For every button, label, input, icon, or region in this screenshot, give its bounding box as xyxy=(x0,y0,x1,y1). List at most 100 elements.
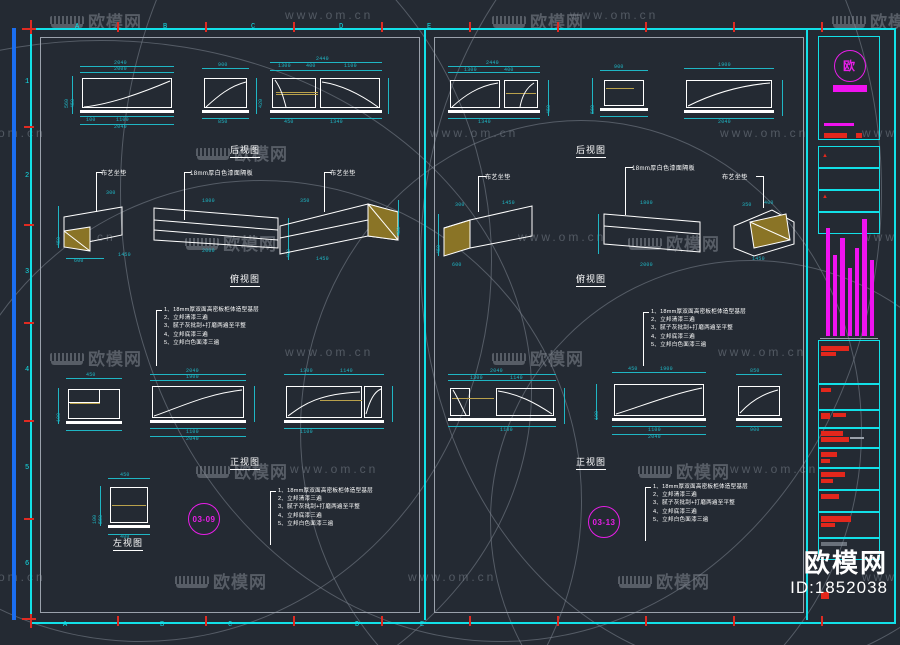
dimension-line xyxy=(448,118,540,119)
front-view-base-a xyxy=(66,421,122,424)
dimension-text: 900 xyxy=(614,64,624,70)
ruler-tick xyxy=(381,22,383,32)
side-view-unit xyxy=(110,487,148,523)
ruler-label-top-a: A xyxy=(75,23,80,31)
title-block-cell xyxy=(818,146,880,168)
front-view-curve-d-right xyxy=(497,390,553,415)
ruler-tick xyxy=(24,126,34,128)
chart-bar xyxy=(833,255,837,336)
title-block-cell xyxy=(818,190,880,212)
front-view-unit-e xyxy=(614,384,704,416)
dimension-text: 2040 xyxy=(186,368,199,374)
data-bar xyxy=(821,592,829,599)
front-view-unit-f xyxy=(738,386,780,416)
ruler-label-left-1: 1 xyxy=(25,78,30,86)
scrollbar-strip[interactable] xyxy=(12,28,16,620)
front-view-base-b xyxy=(150,420,246,423)
dimension-text: 350 xyxy=(742,202,752,208)
detail-tag-right[interactable]: 03-13 xyxy=(588,506,620,538)
dimension-line xyxy=(270,62,382,63)
front-view-unit-d-right xyxy=(496,388,554,416)
dimension-text: 1140 xyxy=(510,375,523,381)
ruler-label-left-4: 4 xyxy=(25,366,30,374)
ruler-tick xyxy=(381,616,383,626)
spec-note: 4、立邦底漆三遍 xyxy=(653,508,697,515)
ruler-tick xyxy=(733,22,735,32)
leader-line xyxy=(96,172,97,212)
rear-view-unit-f xyxy=(686,80,772,108)
dimension-text: 600 xyxy=(452,262,462,268)
dimension-text: 2440 xyxy=(486,60,499,66)
leader-line xyxy=(324,172,331,173)
dimension-line xyxy=(684,68,774,69)
warning-icon: ▲ xyxy=(822,153,828,159)
dimension-line xyxy=(254,386,255,422)
title-block-cell xyxy=(818,168,880,190)
id-badge-brand: 欧模网 xyxy=(803,548,888,578)
ruler-label-top-b: B xyxy=(163,23,168,31)
rear-view-curve-b xyxy=(205,81,247,108)
front-view-curve-c-left xyxy=(287,391,361,417)
ruler-label-left-2: 2 xyxy=(25,172,30,180)
ruler-tick xyxy=(22,618,36,620)
dimension-text: 420 xyxy=(258,98,264,108)
spec-bracket xyxy=(645,487,651,488)
leader-line xyxy=(478,176,486,177)
rear-view-curve-c-right xyxy=(321,81,379,108)
dimension-line xyxy=(596,384,597,420)
dimension-text: 2040 xyxy=(490,368,503,374)
rear-view-unit-a xyxy=(82,78,172,108)
dimension-text: 1800 xyxy=(640,200,653,206)
rear-view-curve-f xyxy=(687,82,771,107)
dimension-text: 300 xyxy=(106,190,116,196)
ruler-tick xyxy=(645,616,647,626)
dimension-text: 1100 xyxy=(648,427,661,433)
ruler-label-bottom-a: A xyxy=(63,621,68,629)
spec-note: 2、立邦清漆三遍 xyxy=(278,496,322,503)
detail-tag-left[interactable]: 03-09 xyxy=(188,503,220,535)
spec-note: 5、立邦白色面漆三遍 xyxy=(278,520,334,527)
leader-line xyxy=(478,176,479,212)
chart-bar xyxy=(870,260,874,336)
title-block-cell xyxy=(818,448,880,468)
data-bar xyxy=(821,431,843,436)
dimension-line xyxy=(612,434,706,435)
shelf-line xyxy=(606,88,634,89)
dimension-text: 400 xyxy=(120,534,130,540)
ruler-label-bottom-e: E xyxy=(420,621,425,629)
rear-view-unit-d-right xyxy=(504,80,538,108)
ruler-tick xyxy=(24,224,34,226)
dimension-line xyxy=(256,78,257,114)
dimension-text: 300 xyxy=(455,202,465,208)
front-view-unit-b xyxy=(152,386,244,418)
ruler-tick xyxy=(645,22,647,32)
view-title-rear-left: 后视图 xyxy=(230,143,261,158)
spec-note: 2、立邦清漆三遍 xyxy=(651,317,695,324)
data-bar xyxy=(821,472,845,477)
spec-note: 3、腻子灰批刮+打磨两遍至平整 xyxy=(651,325,734,332)
callout-cushion-label: 布艺坐垫 xyxy=(101,171,127,177)
front-view-curve-b xyxy=(153,389,243,417)
dimension-line xyxy=(202,68,249,69)
dimension-text: 450 xyxy=(436,244,442,254)
ruler-label-left-3: 3 xyxy=(25,268,30,276)
spec-note: 5、立邦白色面漆三遍 xyxy=(653,516,709,523)
dimension-text: 1100 xyxy=(500,427,513,433)
rear-view-unit-c-left xyxy=(272,78,316,108)
dimension-line xyxy=(150,428,246,429)
title-block-bar xyxy=(824,123,854,126)
dimension-text: 1450 xyxy=(316,256,329,262)
ruler-tick xyxy=(24,322,34,324)
spec-bracket xyxy=(645,487,646,541)
dimension-text: 900 xyxy=(218,62,228,68)
shelf-line xyxy=(112,505,146,506)
ruler-tick xyxy=(293,616,295,626)
rear-view-curve-d-right xyxy=(519,82,535,108)
dimension-line xyxy=(80,72,174,73)
leader-line xyxy=(756,176,764,177)
dimension-text: 1450 xyxy=(502,200,515,206)
spec-note-list-left: 1、18mm厚双面高密板柜体造型基层 2、立邦清漆三遍 3、腻子灰批刮+打磨两遍… xyxy=(164,306,259,347)
dimension-text: 1300 xyxy=(300,368,313,374)
shelf-line xyxy=(276,92,318,93)
